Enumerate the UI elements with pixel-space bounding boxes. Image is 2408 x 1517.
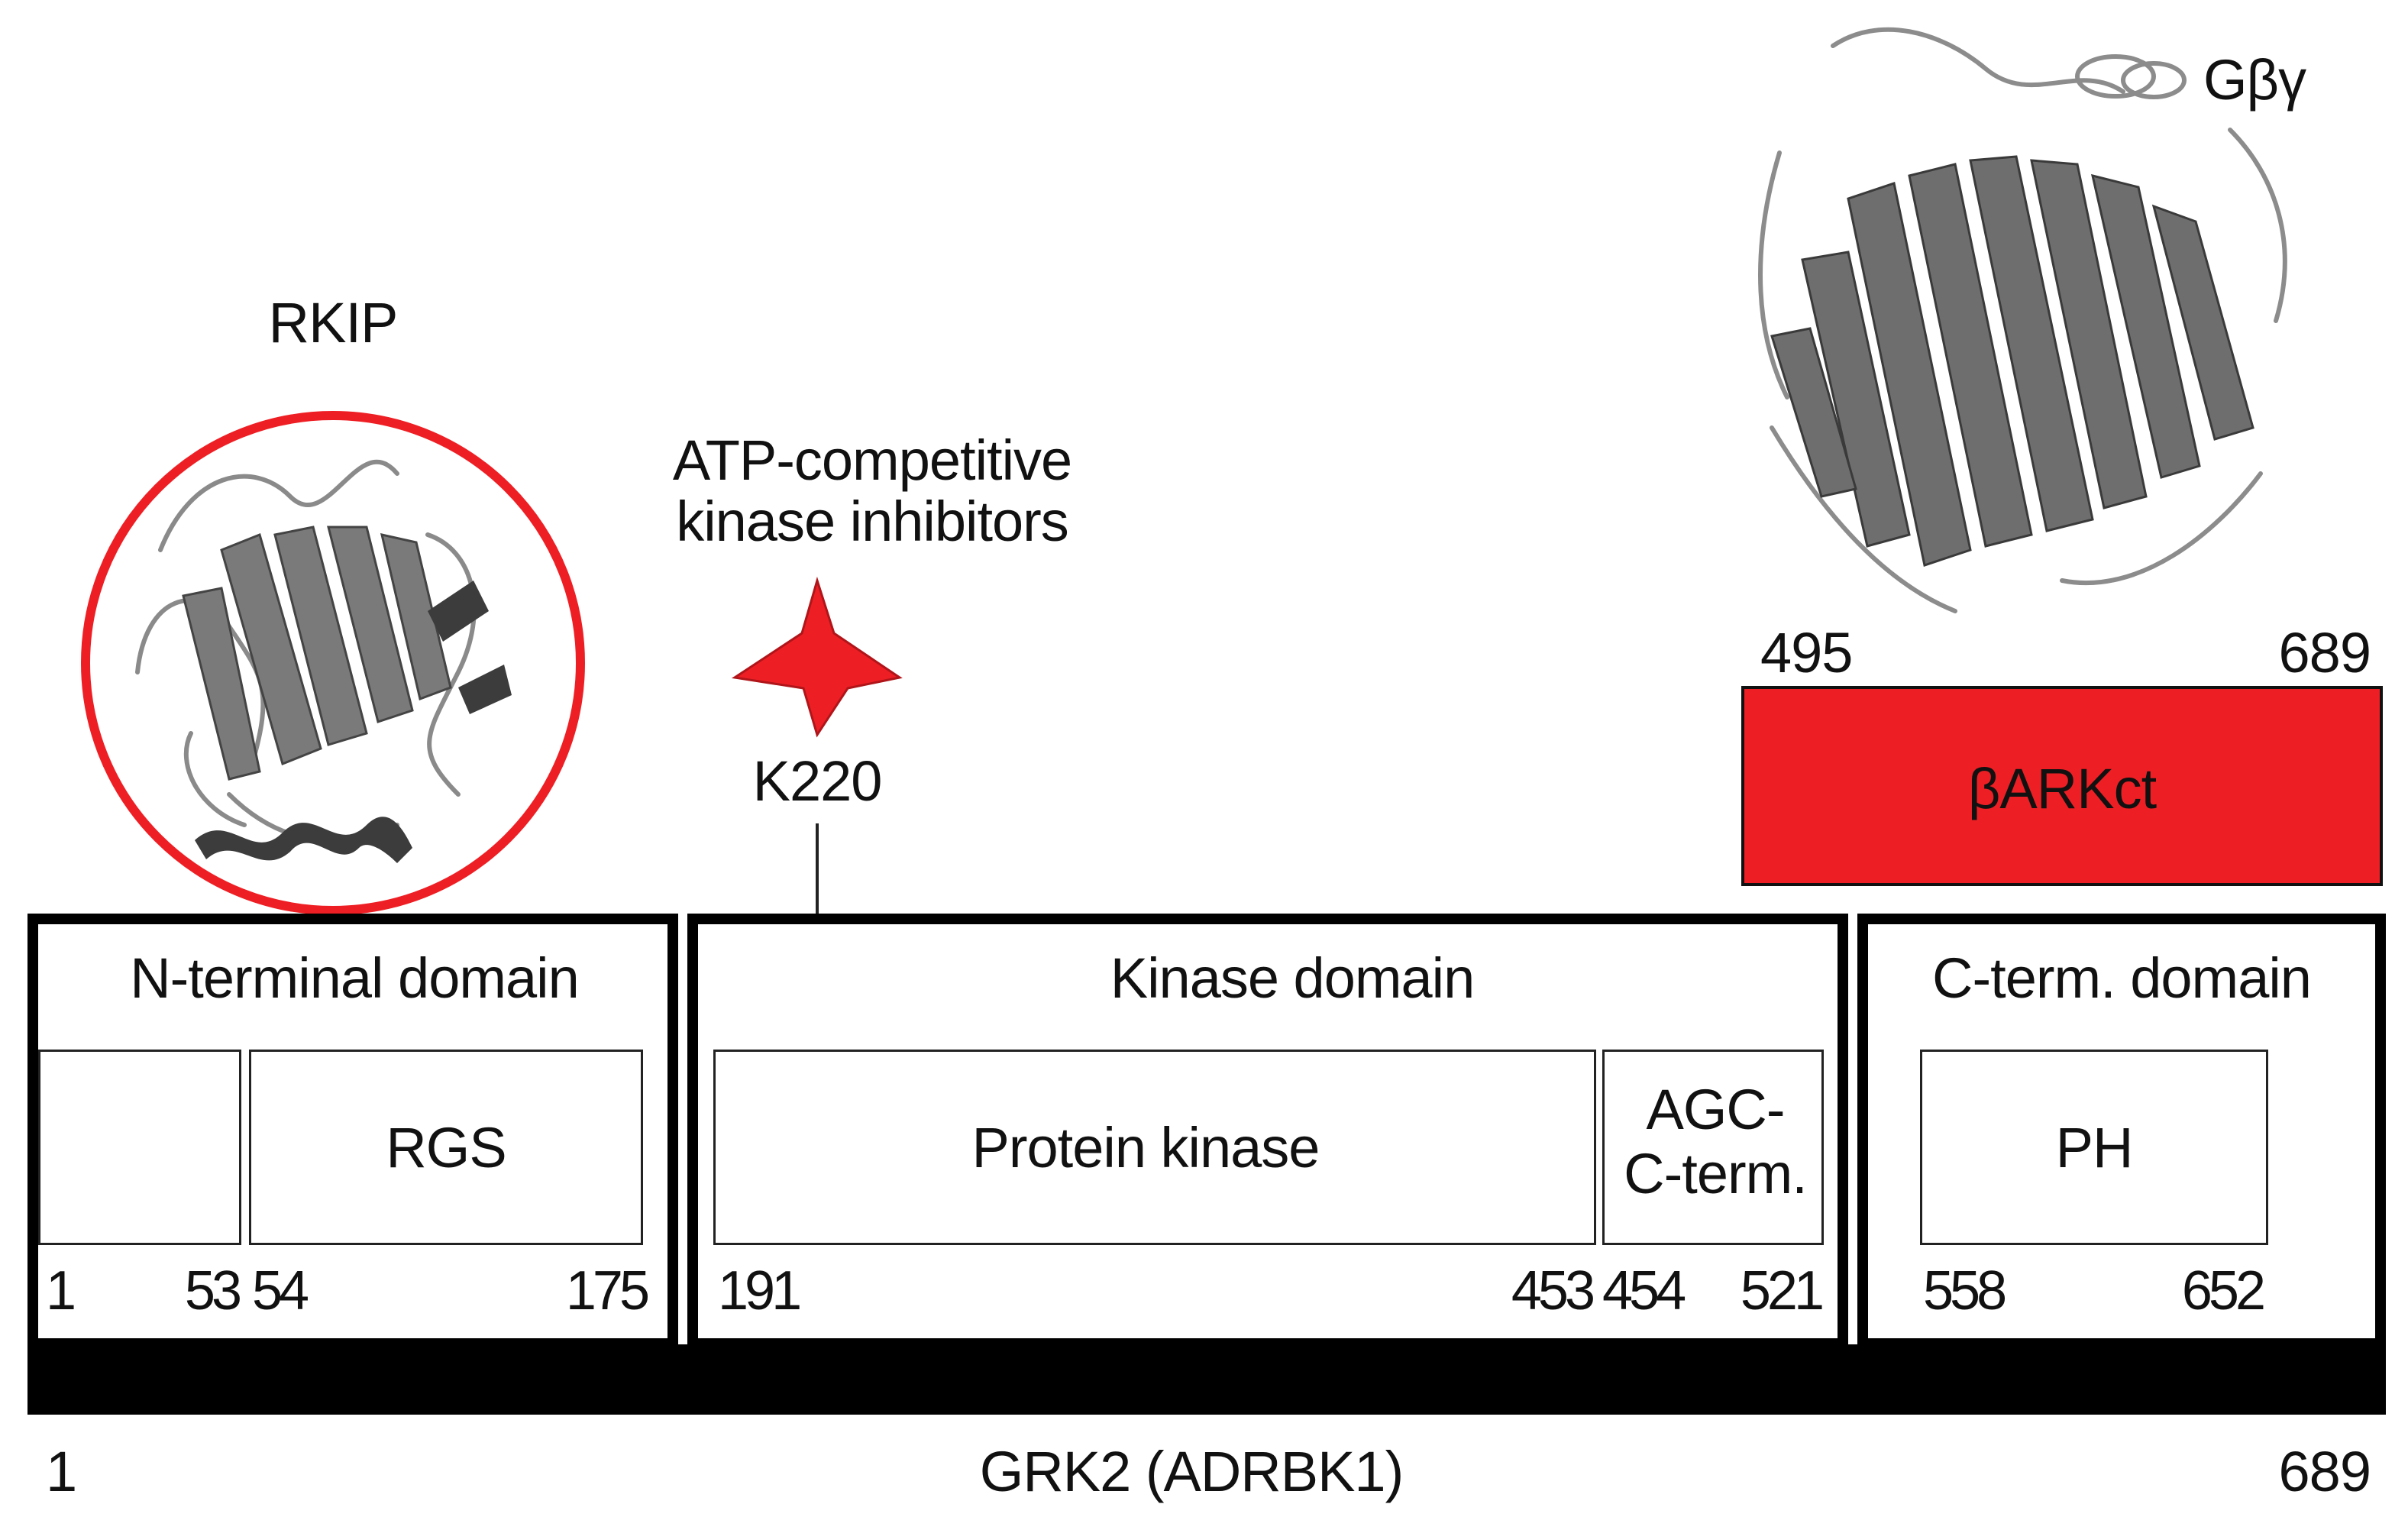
barkct-start: 495	[1760, 621, 1853, 684]
rgs-start: 54	[252, 1260, 309, 1321]
ph-start: 558	[1923, 1260, 2007, 1321]
barkct-end: 689	[2278, 621, 2371, 684]
unlabeled-subdomain-end: 53	[184, 1260, 242, 1321]
ph-end: 652	[2181, 1260, 2266, 1321]
rgs-label: RGS	[386, 1116, 506, 1179]
ph-label: PH	[2055, 1116, 2134, 1179]
agc-end: 521	[1740, 1260, 1825, 1321]
protein-kinase-subdomain	[713, 1050, 1596, 1245]
agc-label-line2: C-term.	[1624, 1142, 1808, 1205]
protein-kinase-end: 453	[1511, 1260, 1595, 1321]
agc-c-term-subdomain	[1602, 1050, 1824, 1245]
k220-label: K220	[752, 749, 883, 813]
unlabeled-subdomain	[38, 1050, 241, 1245]
protein-end: 689	[2278, 1440, 2371, 1503]
unlabeled-subdomain-start: 1	[46, 1260, 76, 1321]
kinase-domain-label: Kinase domain	[1110, 946, 1476, 1010]
rkip-label: RKIP	[268, 291, 399, 354]
ph-subdomain	[1920, 1050, 2268, 1245]
protein-start: 1	[46, 1440, 77, 1503]
inhibitor-label-line2: kinase inhibitors	[676, 490, 1069, 553]
protein-kinase-start: 191	[718, 1260, 802, 1321]
c-terminal-domain-label: C-term. domain	[1932, 946, 2312, 1010]
agc-start: 454	[1602, 1260, 1686, 1321]
agc-label-line1: AGC-	[1646, 1078, 1786, 1141]
inhibitor-label-line1: ATP-competitive	[672, 429, 1072, 492]
barkct-label: βARKct	[1967, 757, 2157, 820]
grk2-full-length-bar	[27, 1344, 2386, 1415]
rgs-subdomain	[249, 1050, 643, 1245]
rgs-end: 175	[565, 1260, 650, 1321]
protein-kinase-label: Protein kinase	[971, 1116, 1320, 1179]
n-terminal-domain-label: N-terminal domain	[130, 946, 580, 1010]
protein-name: GRK2 (ADRBK1)	[979, 1440, 1404, 1503]
barkct-box	[1741, 686, 2383, 886]
gbg-label: Gβγ	[2203, 48, 2306, 112]
